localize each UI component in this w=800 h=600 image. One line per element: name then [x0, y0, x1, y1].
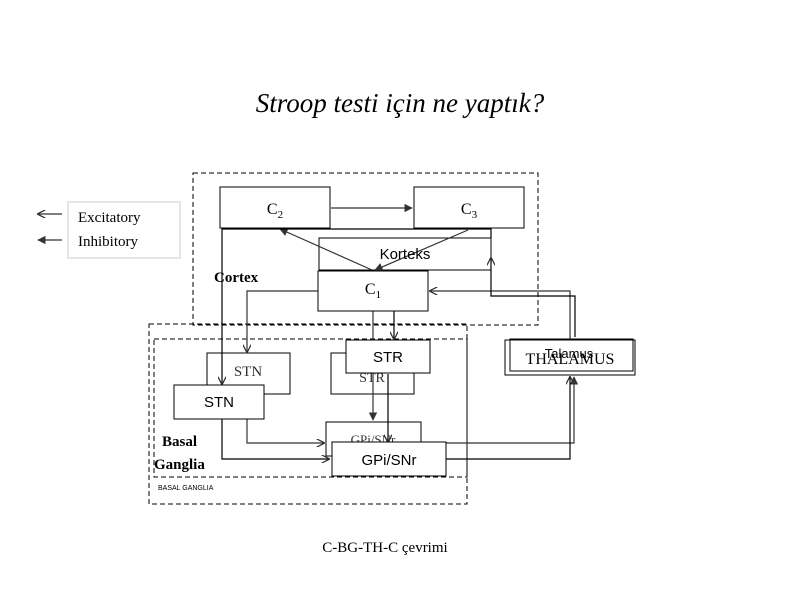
talamus-front-label: Talamus [545, 346, 594, 361]
c2-label: C2 [267, 201, 283, 221]
gpi-front-box [331, 441, 447, 477]
arrow-talamus-to-korteks [491, 258, 576, 337]
ganglia-label: Ganglia [154, 457, 205, 473]
arrow-stn-to-gpi-b [221, 419, 329, 459]
c3-box [413, 186, 525, 229]
slide-title: Stroop testi için ne yaptık? [255, 88, 545, 118]
basal-label: Basal [162, 434, 197, 450]
arrow-c1-to-c2 [279, 228, 373, 271]
basal-ganglia-region-inner [153, 338, 468, 478]
c3-label: C3 [461, 201, 478, 221]
cortex-label: Cortex [214, 270, 259, 286]
str-back-label: STR [359, 371, 385, 386]
korteks-label: Korteks [380, 246, 431, 263]
gpi-front-label: GPi/SNr [361, 452, 416, 469]
c2-box [219, 186, 331, 229]
diagram-caption: C-BG-TH-C çevrimi [322, 540, 448, 556]
legend-box [67, 201, 181, 259]
arrow-stn-to-gpi-a [246, 419, 324, 443]
arrow-gpi-to-thalamus-a [421, 376, 579, 444]
str-front-box [345, 339, 431, 374]
thalamus-back-label: THALAMUS [526, 351, 615, 368]
c1-label: C1 [365, 281, 381, 301]
str-front-label: STR [373, 349, 403, 366]
legend: Excitatory Inhibitory [38, 201, 181, 259]
arrow-gpi-to-thalamus-b [446, 377, 570, 460]
c1-box [317, 270, 429, 312]
stn-back-label: STN [234, 364, 263, 380]
legend-inhibitory-label: Inhibitory [78, 234, 138, 250]
legend-excitatory-label: Excitatory [78, 210, 141, 226]
thalamus-back-box [504, 339, 636, 376]
talamus-front-box [509, 338, 634, 372]
stn-front-label: STN [204, 394, 234, 411]
arrow-korteks-to-stn [222, 228, 492, 384]
arrow-c3-to-c1 [374, 229, 469, 271]
stn-front-box [173, 384, 265, 420]
arrow-thalamus-to-c1 [430, 291, 571, 340]
basal-ganglia-small-label: BASAL GANGLIA [158, 485, 214, 492]
korteks-box [318, 237, 492, 271]
arrow-c1-to-stn [247, 290, 318, 352]
cortex-region [192, 172, 539, 326]
